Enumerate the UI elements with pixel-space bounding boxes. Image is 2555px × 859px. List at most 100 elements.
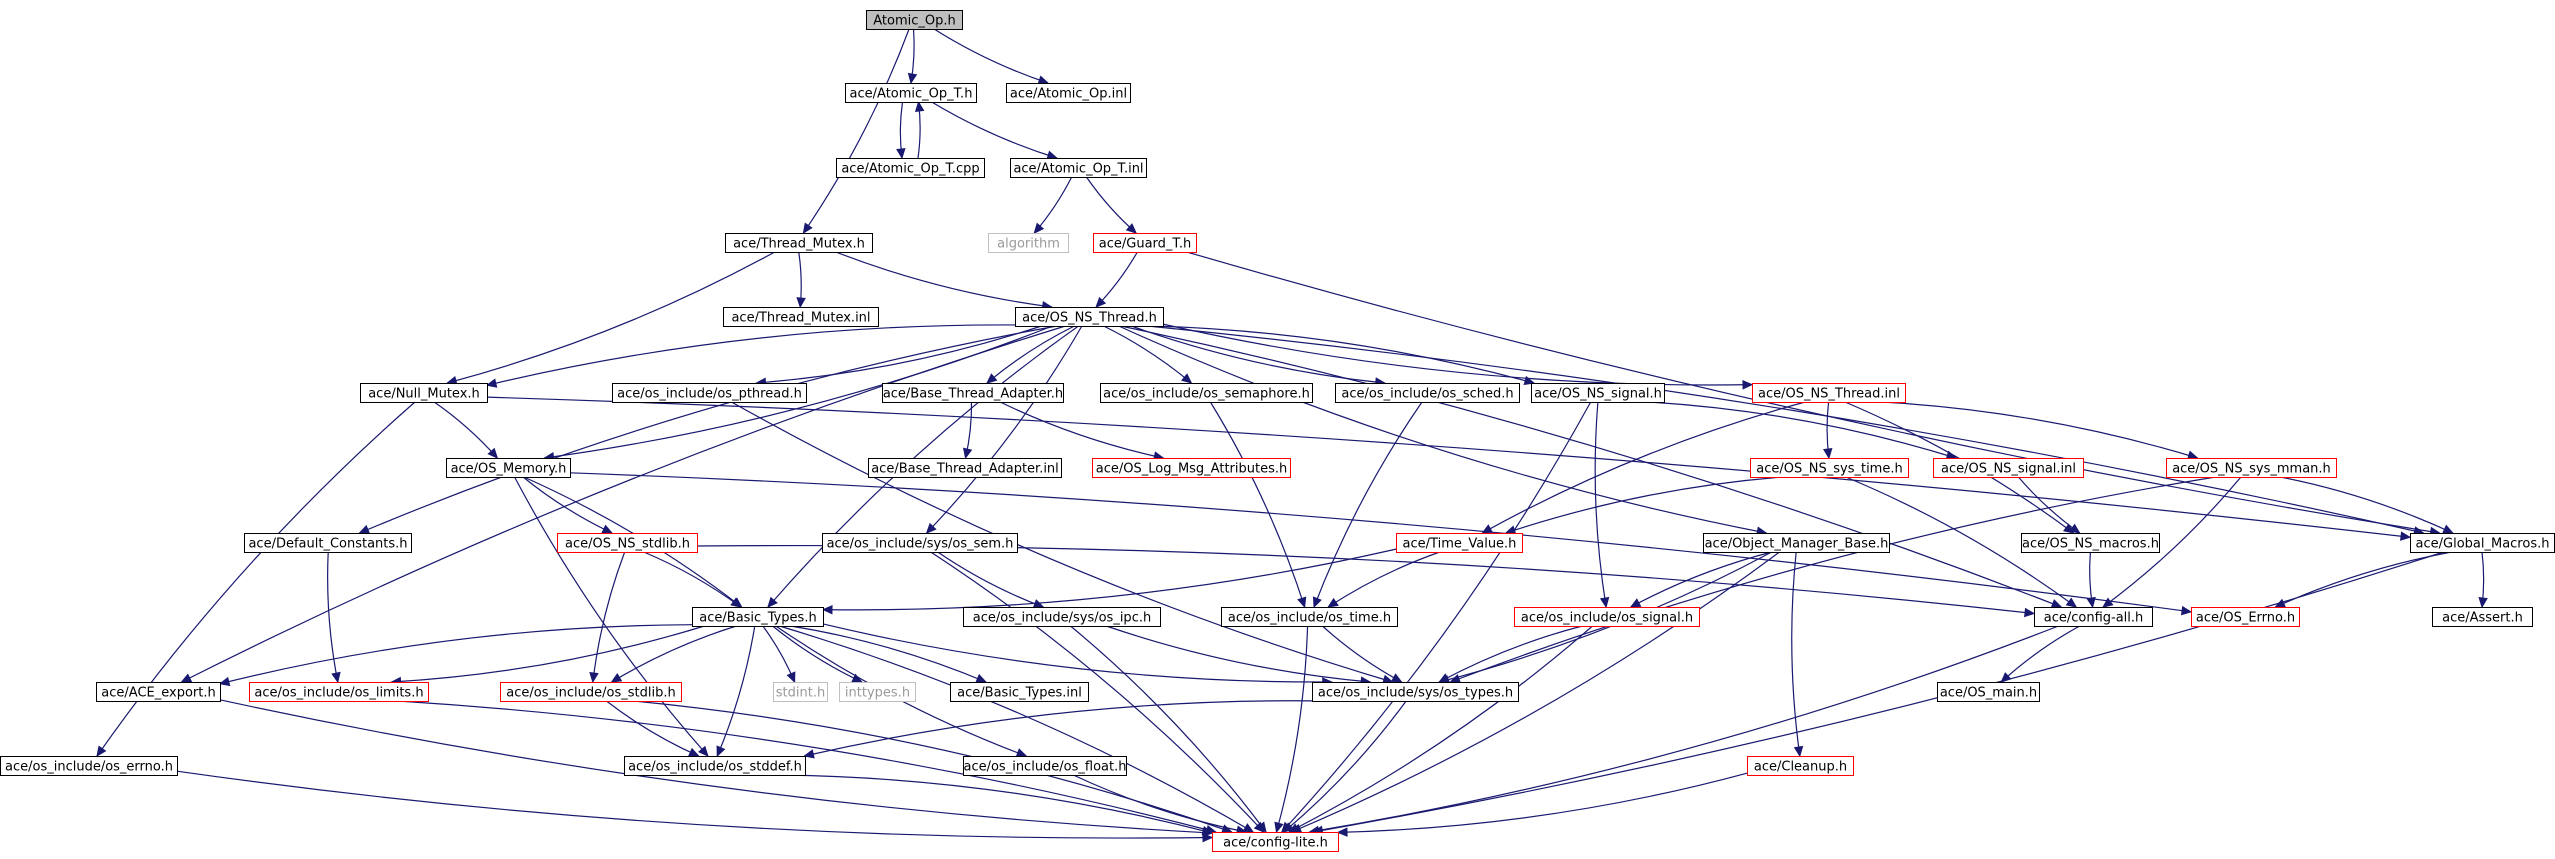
node-box bbox=[836, 158, 985, 178]
node-default-constants-h[interactable]: ace/Default_Constants.h bbox=[244, 533, 412, 553]
edge-basic-types-h-to-os-types-h bbox=[822, 623, 1333, 687]
arrowhead-icon bbox=[786, 671, 796, 684]
node-os-float-h[interactable]: ace/os_include/os_float.h bbox=[963, 756, 1127, 776]
node-box bbox=[1531, 383, 1665, 403]
edge-line bbox=[1291, 551, 1780, 833]
node-os-ns-thread-inl[interactable]: ace/OS_NS_Thread.inl bbox=[1752, 383, 1906, 403]
arrowhead-icon bbox=[767, 596, 778, 608]
node-os-stddef-h[interactable]: ace/os_include/os_stddef.h bbox=[624, 756, 806, 776]
node-os-ns-sys-mman-h[interactable]: ace/OS_NS_sys_mman.h bbox=[2166, 458, 2337, 478]
node-box bbox=[624, 756, 806, 776]
node-label: ace/Object_Manager_Base.h bbox=[1705, 537, 1889, 552]
node-assert-h[interactable]: ace/Assert.h bbox=[2432, 607, 2533, 627]
arrowhead-icon bbox=[796, 297, 806, 309]
node-os-time-h[interactable]: ace/os_include/os_time.h bbox=[1221, 607, 1398, 627]
edge-os-ns-thread-h-to-config-all-h bbox=[1120, 325, 2063, 608]
node-ace-export-h[interactable]: ace/ACE_export.h bbox=[96, 682, 221, 702]
edge-object-manager-base-h-to-cleanup-h bbox=[1791, 551, 1804, 758]
edge-os-ns-stdlib-h-to-basic-types-h bbox=[643, 551, 742, 608]
edge-atomic-op-t-inl-to-guard-t-h bbox=[1085, 176, 1137, 234]
node-thread-mutex-inl[interactable]: ace/Thread_Mutex.inl bbox=[723, 307, 879, 327]
edge-line bbox=[1073, 774, 1247, 833]
node-os-ns-stdlib-h[interactable]: ace/OS_NS_stdlib.h bbox=[557, 533, 698, 553]
node-box bbox=[1212, 832, 1339, 852]
edge-line bbox=[931, 101, 1057, 159]
node-os-pthread-h[interactable]: ace/os_include/os_pthread.h bbox=[612, 383, 807, 403]
node-basic-types-h[interactable]: ace/Basic_Types.h bbox=[692, 607, 824, 627]
node-atomic-op-t-inl[interactable]: ace/Atomic_Op_T.inl bbox=[1010, 158, 1147, 178]
node-os-ns-macros-h[interactable]: ace/OS_NS_macros.h bbox=[2021, 533, 2160, 553]
edge-line bbox=[2017, 476, 2080, 534]
edge-os-memory-h-to-os-ns-stdlib-h bbox=[522, 476, 614, 534]
node-os-memory-h[interactable]: ace/OS_Memory.h bbox=[446, 458, 571, 478]
edges-layer bbox=[96, 28, 2488, 843]
node-os-ns-sys-time-h[interactable]: ace/OS_NS_sys_time.h bbox=[1750, 458, 1909, 478]
edge-line bbox=[96, 401, 416, 757]
edge-config-all-h-to-os-main-h bbox=[2000, 625, 2080, 683]
edge-line bbox=[1103, 325, 1192, 384]
node-os-ipc-h[interactable]: ace/os_include/sys/os_ipc.h bbox=[963, 607, 1161, 627]
node-os-ns-signal-h[interactable]: ace/OS_NS_signal.h bbox=[1531, 383, 1665, 403]
node-time-value-h[interactable]: ace/Time_Value.h bbox=[1396, 533, 1523, 553]
node-box bbox=[1933, 458, 2084, 478]
node-base-thread-adapter-inl[interactable]: ace/Base_Thread_Adapter.inl bbox=[868, 458, 1062, 478]
node-basic-types-inl[interactable]: ace/Basic_Types.inl bbox=[950, 682, 1089, 702]
edge-os-types-h-to-os-stddef-h bbox=[803, 700, 1326, 759]
arrowhead-icon bbox=[96, 745, 107, 758]
arrowhead-icon bbox=[730, 597, 742, 608]
node-os-main-h[interactable]: ace/OS_main.h bbox=[1937, 682, 2040, 702]
node-os-limits-h[interactable]: ace/os_include/os_limits.h bbox=[249, 682, 429, 702]
edge-line bbox=[772, 625, 863, 683]
node-atomic-op-h[interactable]: Atomic_Op.h bbox=[866, 10, 963, 30]
edge-os-stdlib-h-to-os-stddef-h bbox=[606, 700, 700, 757]
node-os-sched-h[interactable]: ace/os_include/os_sched.h bbox=[1335, 383, 1520, 403]
edge-object-manager-base-h-to-os-signal-h bbox=[1629, 551, 1772, 608]
edge-line bbox=[999, 401, 1164, 459]
node-null-mutex-h[interactable]: ace/Null_Mutex.h bbox=[360, 383, 488, 403]
node-os-errno-h[interactable]: ace/os_include/os_errno.h bbox=[0, 756, 178, 776]
node-os-ns-thread-h[interactable]: ace/OS_NS_Thread.h bbox=[1015, 307, 1164, 327]
node-os-errno-ace-h[interactable]: ace/OS_Errno.h bbox=[2191, 607, 2300, 627]
node-box bbox=[773, 682, 828, 702]
node-atomic-op-t-h[interactable]: ace/Atomic_Op_T.h bbox=[845, 83, 977, 103]
node-os-semaphore-h[interactable]: ace/os_include/os_semaphore.h bbox=[1100, 383, 1313, 403]
node-config-all-h[interactable]: ace/config-all.h bbox=[2034, 607, 2153, 627]
node-box bbox=[2021, 533, 2160, 553]
edge-line bbox=[1283, 700, 1407, 833]
node-os-signal-h[interactable]: ace/os_include/os_signal.h bbox=[1514, 607, 1700, 627]
arrowhead-icon bbox=[1095, 296, 1107, 308]
node-object-manager-base-h[interactable]: ace/Object_Manager_Base.h bbox=[1703, 533, 1890, 553]
node-label: ace/config-all.h bbox=[2044, 611, 2144, 626]
edge-line bbox=[1162, 323, 1753, 386]
edge-os-semaphore-h-to-os-time-h bbox=[1209, 401, 1307, 609]
node-label: ace/os_include/os_stddef.h bbox=[628, 760, 802, 775]
edge-line bbox=[790, 625, 987, 683]
edge-os-ns-thread-h-to-null-mutex-h bbox=[485, 324, 1016, 388]
edge-line bbox=[756, 325, 1042, 384]
arrowhead-icon bbox=[487, 447, 499, 459]
node-box bbox=[0, 756, 178, 776]
node-os-types-h[interactable]: ace/os_include/sys/os_types.h bbox=[1312, 682, 1519, 702]
node-thread-mutex-h[interactable]: ace/Thread_Mutex.h bbox=[725, 233, 873, 253]
node-config-lite-h[interactable]: ace/config-lite.h bbox=[1212, 832, 1339, 852]
node-atomic-op-t-cpp[interactable]: ace/Atomic_Op_T.cpp bbox=[836, 158, 985, 178]
edge-line bbox=[802, 28, 910, 234]
node-atomic-op-inl[interactable]: ace/Atomic_Op.inl bbox=[1006, 83, 1131, 103]
node-global-macros-h[interactable]: ace/Global_Macros.h bbox=[2410, 533, 2555, 553]
node-guard-t-h[interactable]: ace/Guard_T.h bbox=[1093, 233, 1197, 253]
edge-default-constants-h-to-os-limits-h bbox=[327, 551, 341, 684]
arrowhead-icon bbox=[803, 749, 815, 759]
arrowhead-icon bbox=[1242, 823, 1255, 833]
edge-os-stddef-h-to-config-lite-h bbox=[784, 774, 1214, 836]
node-os-sem-h[interactable]: ace/os_include/sys/os_sem.h bbox=[822, 533, 1018, 553]
node-cleanup-h[interactable]: ace/Cleanup.h bbox=[1747, 756, 1854, 776]
node-os-stdlib-h[interactable]: ace/os_include/os_stdlib.h bbox=[500, 682, 682, 702]
node-label: ace/Cleanup.h bbox=[1754, 760, 1847, 775]
node-base-thread-adapter-h[interactable]: ace/Base_Thread_Adapter.h bbox=[882, 383, 1064, 403]
edge-line bbox=[1630, 551, 1772, 608]
node-box bbox=[692, 607, 824, 627]
edge-atomic-op-t-h-to-atomic-op-t-cpp bbox=[896, 101, 906, 160]
edge-line bbox=[1505, 476, 1783, 534]
node-os-log-msg-attributes-h[interactable]: ace/OS_Log_Msg_Attributes.h bbox=[1092, 458, 1291, 478]
node-os-ns-signal-inl[interactable]: ace/OS_NS_signal.inl bbox=[1933, 458, 2084, 478]
